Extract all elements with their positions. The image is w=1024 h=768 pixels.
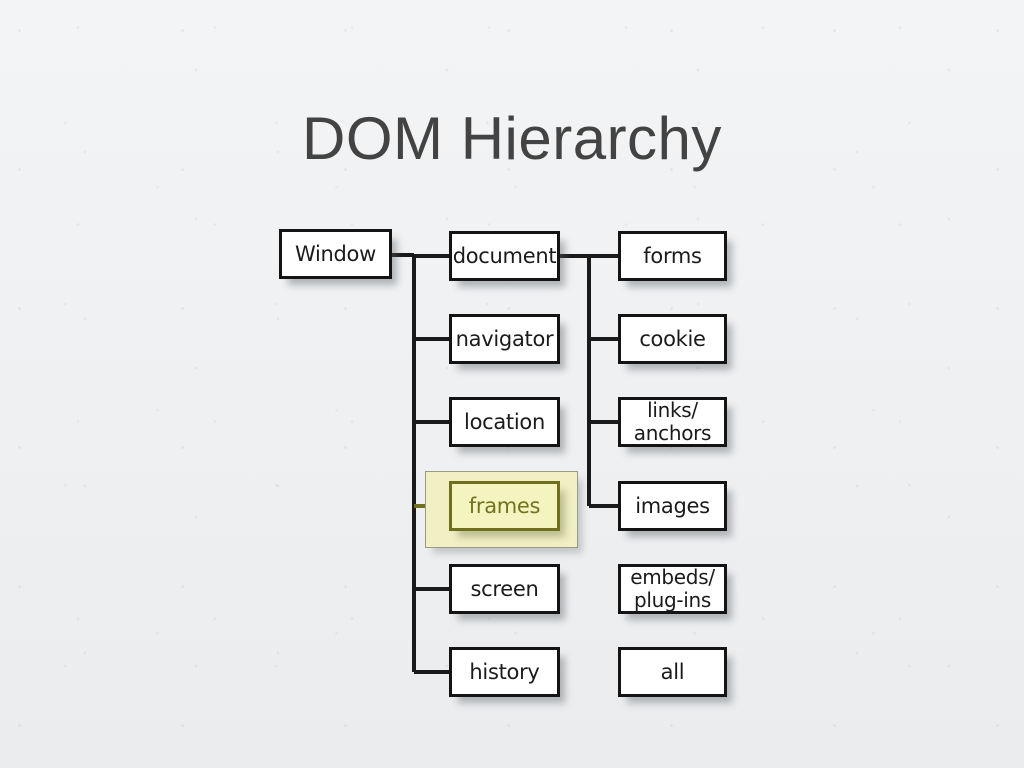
node-document[interactable]: document	[449, 231, 560, 281]
node-images-label: images	[635, 493, 710, 518]
node-links-anchors-label: links/ anchors	[633, 398, 712, 445]
node-navigator[interactable]: navigator	[449, 314, 560, 364]
node-embeds-plugins-label: embeds/ plug-ins	[630, 565, 715, 612]
node-window-label: Window	[294, 241, 376, 266]
node-document-label: document	[452, 243, 557, 268]
node-links-anchors[interactable]: links/ anchors	[618, 397, 727, 447]
node-screen[interactable]: screen	[449, 564, 560, 614]
node-location[interactable]: location	[449, 397, 560, 447]
node-frames[interactable]: frames	[449, 481, 560, 531]
page-title: DOM Hierarchy	[302, 105, 722, 172]
node-history-label: history	[469, 659, 540, 684]
node-all-label: all	[660, 659, 685, 684]
node-cookie[interactable]: cookie	[618, 314, 727, 364]
node-forms-label: forms	[643, 243, 702, 268]
node-all[interactable]: all	[618, 647, 727, 697]
node-window[interactable]: Window	[279, 229, 392, 279]
node-navigator-label: navigator	[455, 326, 554, 351]
node-screen-label: screen	[470, 576, 539, 601]
node-embeds-plugins[interactable]: embeds/ plug-ins	[618, 564, 727, 614]
node-cookie-label: cookie	[639, 326, 706, 351]
node-frames-label: frames	[468, 493, 541, 518]
node-forms[interactable]: forms	[618, 231, 727, 281]
node-location-label: location	[464, 409, 545, 434]
node-images[interactable]: images	[618, 481, 727, 531]
node-history[interactable]: history	[449, 647, 560, 697]
